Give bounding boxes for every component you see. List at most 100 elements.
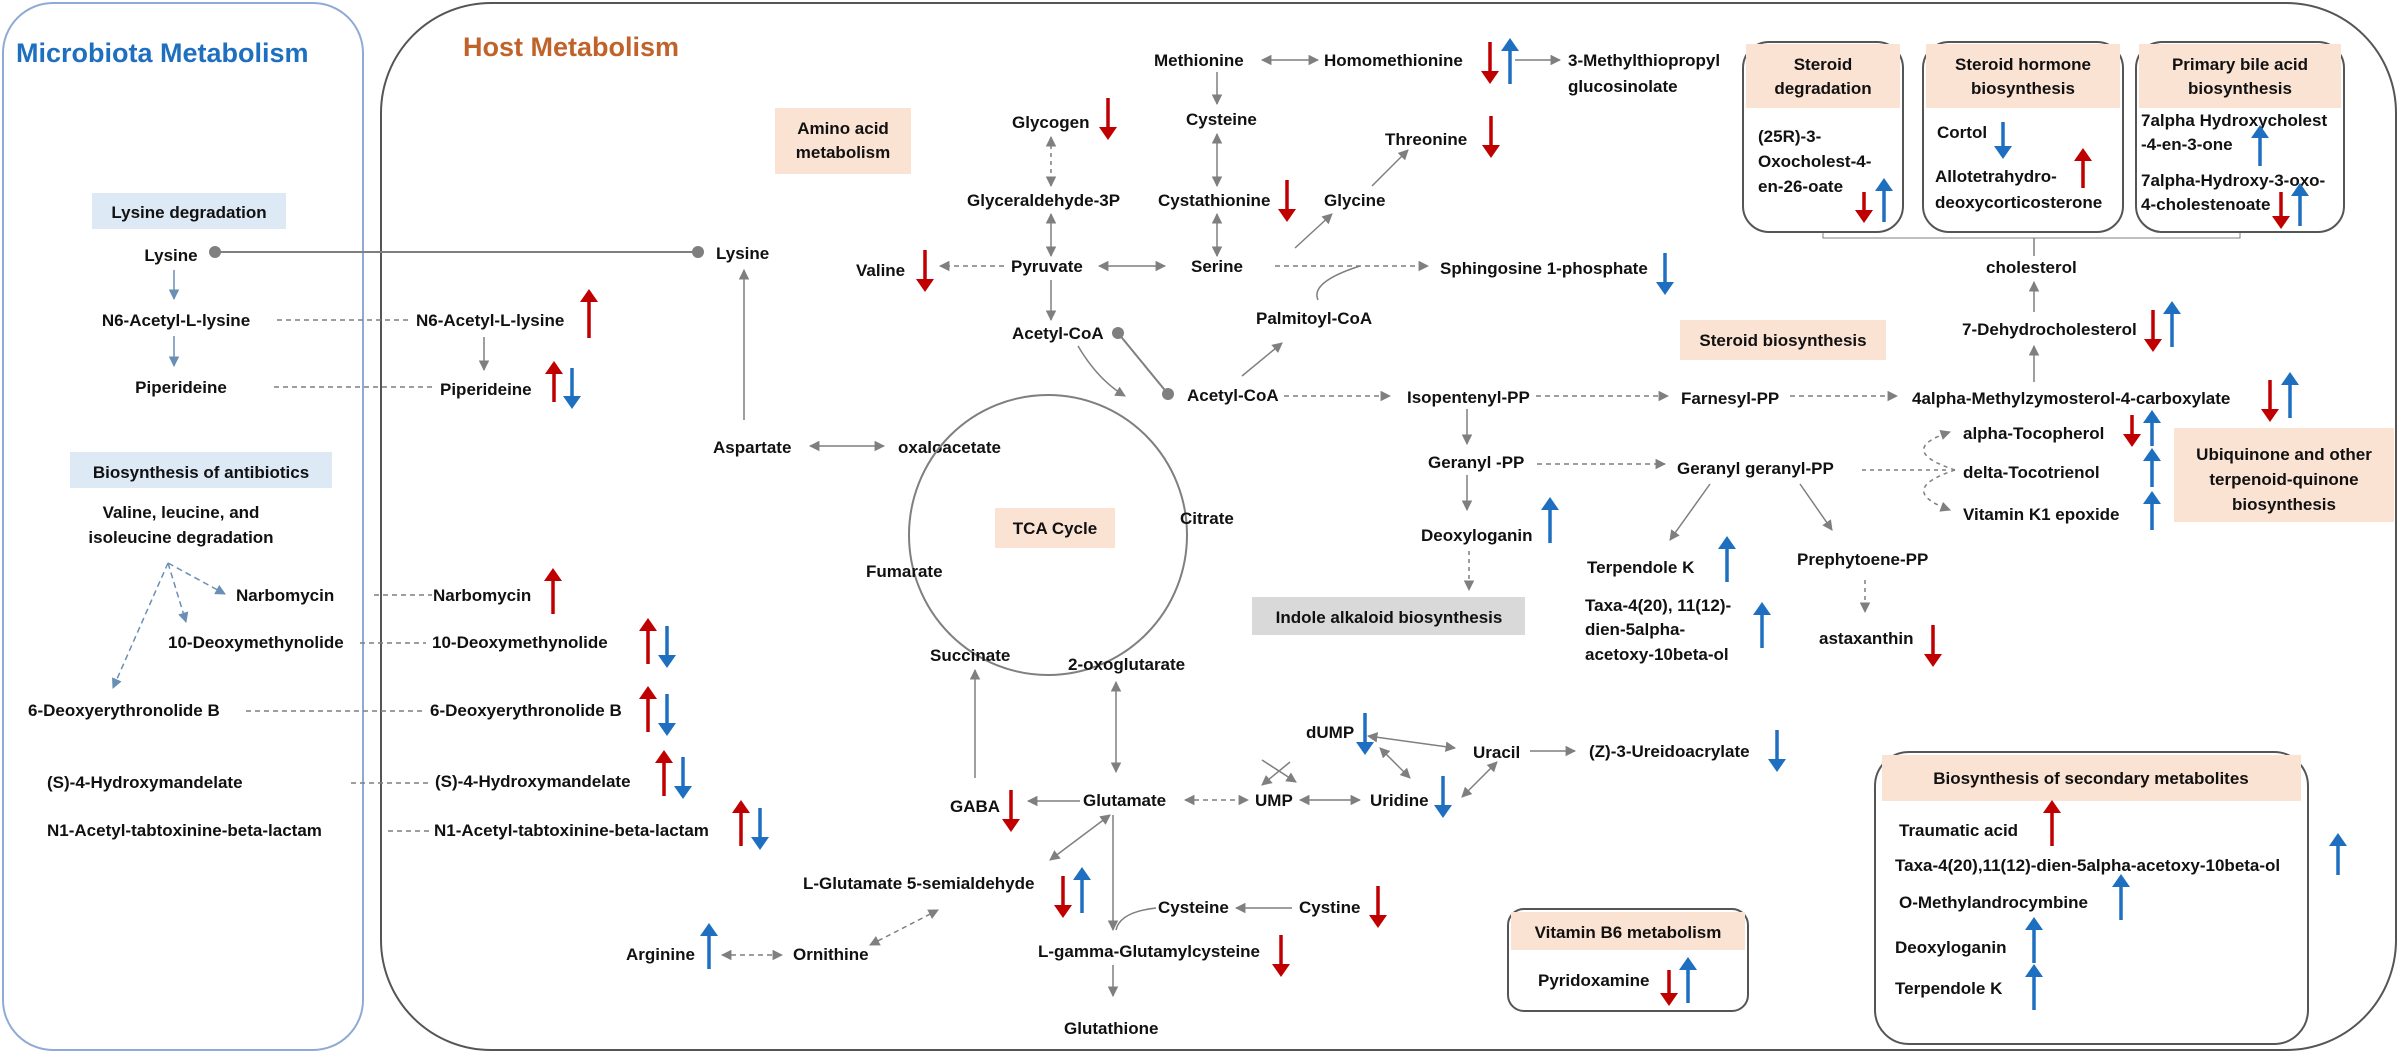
up-blue-arrow-icon	[2143, 448, 2161, 487]
amino-acid-box	[775, 108, 911, 174]
down-red-arrow-icon	[1481, 42, 1499, 84]
down-blue-arrow-icon	[674, 757, 692, 799]
micro-lysine: Lysine	[144, 246, 197, 265]
micro-vli-line1: Valine, leucine, and	[103, 503, 260, 522]
up-red-arrow-icon	[639, 686, 657, 732]
up-red-arrow-icon	[544, 568, 562, 614]
secondary-metabolites-header	[1882, 755, 2301, 801]
down-blue-arrow-icon	[563, 368, 581, 409]
up-blue-arrow-icon	[2025, 917, 2043, 963]
glycogen: Glycogen	[1012, 113, 1089, 132]
down-red-arrow-icon	[2272, 192, 2290, 229]
glutathione: Glutathione	[1064, 1019, 1158, 1038]
micro-deoxymethynolide: 10-Deoxymethynolide	[168, 633, 344, 652]
host-deoxymethynolide: 10-Deoxymethynolide	[432, 633, 608, 652]
vitamin-b6-header	[1511, 912, 1745, 950]
oxoglutarate: 2-oxoglutarate	[1068, 655, 1185, 674]
down-red-arrow-icon	[1369, 886, 1387, 928]
down-red-arrow-icon	[1054, 876, 1072, 918]
down-blue-arrow-icon	[1356, 713, 1374, 755]
host-n6-acetyl-lysine: N6-Acetyl-L-lysine	[416, 311, 564, 330]
prephytoene-pp: Prephytoene-PP	[1797, 550, 1928, 569]
host-hydroxymandelate: (S)-4-Hydroxymandelate	[435, 772, 631, 791]
ump: UMP	[1255, 791, 1293, 810]
taxa-line3: acetoxy-10beta-ol	[1585, 645, 1729, 664]
down-red-arrow-icon	[1099, 98, 1117, 140]
citrate: Citrate	[1180, 509, 1234, 528]
down-blue-arrow-icon	[658, 626, 676, 668]
deoxyloganin: Deoxyloganin	[1421, 526, 1532, 545]
micro-deoxyerythronolide: 6-Deoxyerythronolide B	[28, 701, 220, 720]
aspartate: Aspartate	[713, 438, 791, 457]
oxocholest-line1: (25R)-3-	[1758, 127, 1821, 146]
glycine: Glycine	[1324, 191, 1385, 210]
acetyl-coa-1: Acetyl-CoA	[1012, 324, 1104, 343]
pyruvate: Pyruvate	[1011, 257, 1083, 276]
methylzymosterol: 4alpha-Methylzymosterol-4-carboxylate	[1912, 389, 2230, 408]
tca-cycle-circle	[908, 394, 1188, 676]
up-blue-arrow-icon	[2291, 183, 2309, 226]
host-deoxyerythronolide: 6-Deoxyerythronolide B	[430, 701, 622, 720]
ureidoacrylate: (Z)-3-Ureidoacrylate	[1589, 742, 1750, 761]
up-blue-arrow-icon	[2329, 833, 2347, 875]
micro-n6-acetyl-lysine: N6-Acetyl-L-lysine	[102, 311, 250, 330]
hydroxycholest-line1: 7alpha Hydroxycholest	[2141, 111, 2327, 130]
ubiquinone-label-3: biosynthesis	[2232, 495, 2336, 514]
down-red-arrow-icon	[1924, 625, 1942, 667]
down-blue-arrow-icon	[1994, 122, 2012, 159]
indole-box	[1252, 597, 1525, 635]
uridine: Uridine	[1370, 791, 1429, 810]
steroid-degradation-label-1: Steroid	[1794, 55, 1853, 74]
dump: dUMP	[1306, 723, 1354, 742]
l-glutamate-semialdehyde: L-Glutamate 5-semialdehyde	[803, 874, 1034, 893]
glutamate: Glutamate	[1083, 791, 1166, 810]
ubiquinone-box	[2174, 428, 2394, 522]
down-blue-arrow-icon	[1656, 253, 1674, 295]
allotetra-line2: deoxycorticosterone	[1935, 193, 2102, 212]
steroid-degradation-label-2: degradation	[1774, 79, 1871, 98]
acetyl-coa-2: Acetyl-CoA	[1187, 386, 1279, 405]
cortol: Cortol	[1937, 123, 1987, 142]
up-blue-arrow-icon	[2251, 125, 2269, 166]
host-piperideine: Piperideine	[440, 380, 532, 399]
steroid-hormone-header	[1926, 44, 2120, 108]
up-blue-arrow-icon	[1679, 957, 1697, 1003]
up-blue-arrow-icon	[700, 923, 718, 969]
micro-narbomycin: Narbomycin	[236, 586, 334, 605]
up-blue-arrow-icon	[2143, 410, 2161, 446]
host-title: Host Metabolism	[463, 32, 679, 62]
steroid-hormone-label-2: biosynthesis	[1971, 79, 2075, 98]
oxocholest-line3: en-26-oate	[1758, 177, 1843, 196]
vitamin-b6-label: Vitamin B6 metabolism	[1535, 923, 1722, 942]
geranyl-pp: Geranyl -PP	[1428, 453, 1524, 472]
cysteine-lower: Cysteine	[1158, 898, 1229, 917]
serine: Serine	[1191, 257, 1243, 276]
down-red-arrow-icon	[1482, 116, 1500, 158]
down-blue-arrow-icon	[751, 808, 769, 850]
down-red-arrow-icon	[1855, 192, 1873, 223]
down-blue-arrow-icon	[1768, 730, 1786, 772]
hydroxyoxo-line1: 7alpha-Hydroxy-3-oxo-	[2141, 171, 2325, 190]
lysine-degradation-box	[92, 193, 286, 229]
astaxanthin: astaxanthin	[1819, 629, 1913, 648]
up-red-arrow-icon	[545, 361, 563, 402]
up-blue-arrow-icon	[1875, 178, 1893, 222]
steroid-biosynthesis-label: Steroid biosynthesis	[1699, 331, 1866, 350]
tca-box	[995, 508, 1115, 548]
host-lysine: Lysine	[716, 244, 769, 263]
up-red-arrow-icon	[2074, 148, 2092, 188]
up-red-arrow-icon	[655, 750, 673, 796]
cysteine-upper: Cysteine	[1186, 110, 1257, 129]
down-blue-arrow-icon	[1434, 776, 1452, 818]
ubiquinone-label-1: Ubiquinone and other	[2196, 445, 2372, 464]
up-blue-arrow-icon	[2143, 491, 2161, 530]
secondary-metabolites-label: Biosynthesis of secondary metabolites	[1933, 769, 2249, 788]
vitamin-k1-epoxide: Vitamin K1 epoxide	[1963, 505, 2120, 524]
threonine: Threonine	[1385, 130, 1467, 149]
host-tabtoxinine: N1-Acetyl-tabtoxinine-beta-lactam	[434, 821, 709, 840]
amino-acid-label-2: metabolism	[796, 143, 890, 162]
oxocholest-line2: Oxocholest-4-	[1758, 152, 1871, 171]
steroid-degradation-header	[1746, 44, 1900, 108]
indole-label: Indole alkaloid biosynthesis	[1276, 608, 1503, 627]
terpendole-k: Terpendole K	[1587, 558, 1695, 577]
